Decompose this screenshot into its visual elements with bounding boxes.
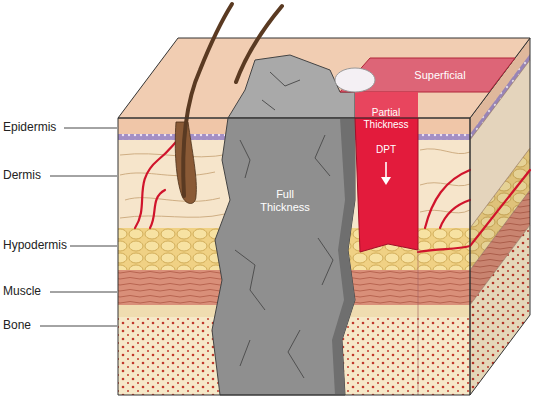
burn-regions — [335, 58, 515, 252]
skin-surface — [118, 38, 530, 118]
burn-depth-label: DPT — [361, 144, 411, 156]
burn-depth-label: Full Thickness — [250, 188, 320, 213]
label-holder: Epidermis — [3, 121, 56, 135]
label-holder: Full Thickness — [250, 188, 320, 213]
block-outline — [118, 118, 470, 395]
label-holder: Partial Thickness — [356, 107, 416, 130]
label-holder: Muscle — [3, 285, 41, 299]
layer-label: Dermis — [3, 169, 41, 183]
front-face — [118, 118, 470, 395]
label-holder: Bone — [3, 319, 31, 333]
label-holder: Hypodermis — [3, 239, 67, 253]
layer-label: Muscle — [3, 285, 41, 299]
label-holder: Superficial — [395, 69, 485, 82]
burn-depth-label: Partial Thickness — [356, 107, 416, 130]
depth-arrow — [381, 177, 391, 185]
leader-lines — [40, 128, 117, 326]
layer-label: Hypodermis — [3, 239, 67, 253]
label-holder: Dermis — [3, 169, 41, 183]
layer-label: Bone — [3, 319, 31, 333]
layer-label: Epidermis — [3, 121, 56, 135]
section-lines — [418, 250, 419, 395]
blister — [335, 68, 375, 92]
label-holder: DPT — [361, 144, 411, 156]
full-thickness-region — [212, 55, 355, 395]
burn-depth-label: Superficial — [395, 69, 485, 82]
